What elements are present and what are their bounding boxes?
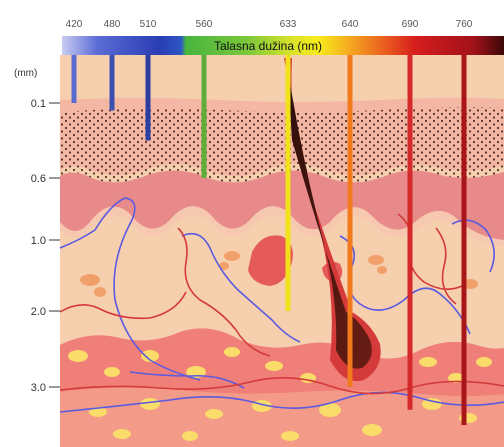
- wavelength-label-633: 633: [280, 19, 297, 30]
- wavelength-label-560: 560: [196, 19, 213, 30]
- wavelength-penetration-bars: [71, 55, 467, 425]
- depth-unit-label: (mm): [14, 68, 37, 79]
- depth-tick-label: 3.0: [31, 382, 46, 394]
- depth-tick-label: 2.0: [31, 306, 46, 318]
- spectrum-title: Talasna dužina (nm): [214, 39, 322, 53]
- penetration-bar-420: [71, 55, 77, 103]
- wavelength-labels: 420 480 510 560 633 640 690 760: [66, 19, 473, 30]
- penetration-bar-560: [201, 55, 207, 178]
- papillary-dermis: [60, 206, 504, 246]
- wavelength-label-690: 690: [402, 19, 419, 30]
- wavelength-label-510: 510: [140, 19, 157, 30]
- red-vessels: [59, 213, 504, 395]
- wavelength-label-760: 760: [456, 19, 473, 30]
- basal-layer: [60, 170, 504, 240]
- sebaceous-gland: [248, 235, 293, 286]
- depth-tick-label: 0.1: [31, 98, 46, 110]
- wavelength-label-640: 640: [342, 19, 359, 30]
- wavelength-label-420: 420: [66, 19, 83, 30]
- depth-tick-label: 1.0: [31, 235, 46, 247]
- hair-shaft: [286, 58, 372, 369]
- penetration-bar-480: [109, 55, 115, 111]
- depth-tick-label: 0.6: [31, 173, 46, 185]
- fat-cells: [68, 347, 492, 441]
- penetration-bar-640: [347, 55, 353, 387]
- penetration-bar-760: [461, 55, 467, 425]
- depth-axis: 0.1 0.6 1.0 2.0 3.0: [31, 98, 60, 394]
- penetration-bar-690: [407, 55, 413, 410]
- penetration-bar-510: [145, 55, 151, 141]
- stratum-dotted: [60, 107, 504, 183]
- subcutis-lower: [60, 387, 504, 447]
- spectrum-bar: [62, 36, 504, 55]
- penetration-bar-633: [285, 55, 291, 311]
- wavelength-label-480: 480: [104, 19, 121, 30]
- blue-vessels: [59, 197, 504, 413]
